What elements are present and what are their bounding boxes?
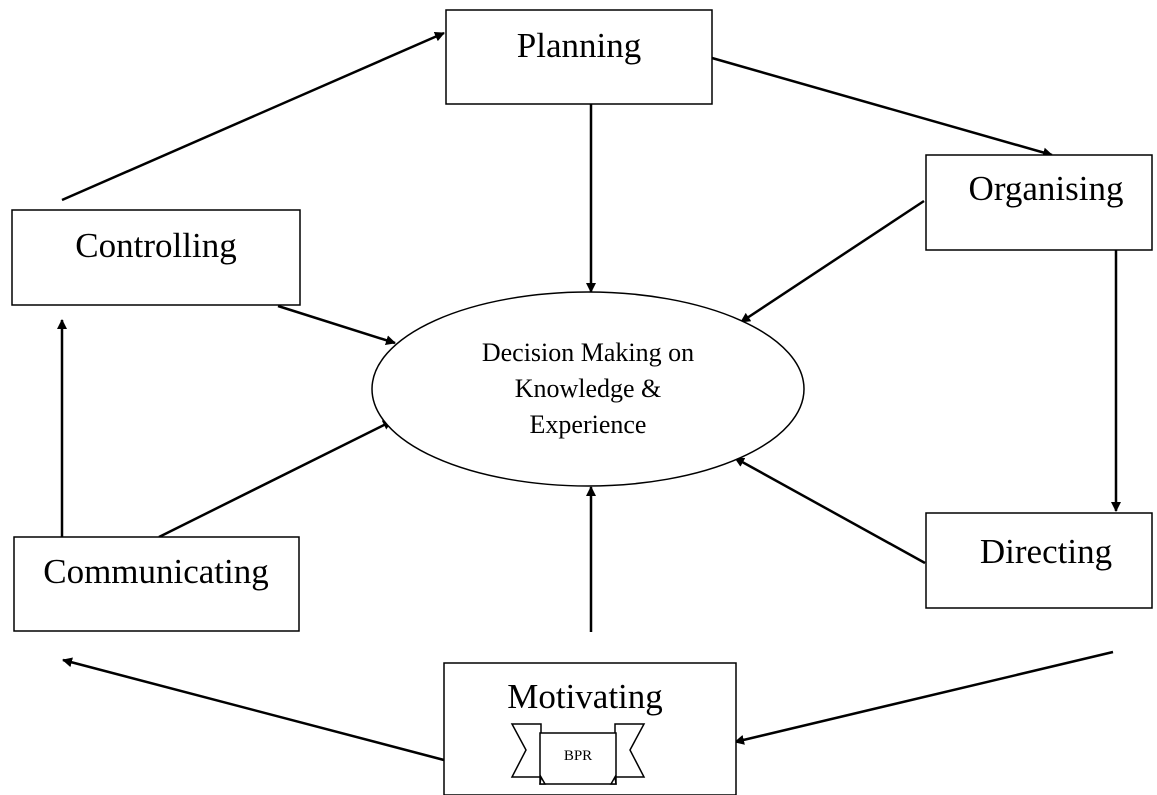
center-ellipse xyxy=(371,291,805,487)
node-controlling: Controlling xyxy=(11,209,301,306)
node-communicating-box xyxy=(13,536,300,632)
node-directing-box xyxy=(925,512,1153,609)
node-controlling-box xyxy=(11,209,301,306)
node-communicating-label: Communicating xyxy=(43,552,269,591)
edges xyxy=(57,31,1121,762)
node-planning: Planning xyxy=(445,9,713,105)
center-label-line-3: Experience xyxy=(530,410,647,439)
center-label-line-2: Knowledge & xyxy=(515,374,662,403)
node-directing-label: Directing xyxy=(980,532,1112,571)
edge-communicating-to-center xyxy=(158,419,393,539)
node-motivating-label: Motivating xyxy=(507,677,663,716)
edge-organising-to-center xyxy=(740,199,925,324)
node-directing: Directing xyxy=(925,512,1153,609)
node-organising-box xyxy=(925,154,1153,251)
bpr-label: BPR xyxy=(564,748,592,764)
center-node: Decision Making on Knowledge & Experienc… xyxy=(371,291,805,487)
edge-motivating-to-communicating xyxy=(62,657,445,762)
center-label-line-1: Decision Making on xyxy=(482,338,694,367)
bpr-ribbon-icon: BPR xyxy=(510,723,646,785)
node-controlling-label: Controlling xyxy=(75,226,236,265)
node-motivating: Motivating BPR xyxy=(443,662,737,795)
edge-controlling-to-planning xyxy=(61,31,445,202)
node-planning-label: Planning xyxy=(517,26,641,65)
edge-directing-to-center xyxy=(734,456,926,565)
node-organising: Organising xyxy=(925,154,1153,251)
edge-planning-to-organising xyxy=(711,56,1053,158)
node-organising-label: Organising xyxy=(969,169,1124,208)
edge-directing-to-motivating xyxy=(734,650,1114,745)
node-communicating: Communicating xyxy=(13,536,300,632)
edge-controlling-to-center xyxy=(277,304,396,346)
node-planning-box xyxy=(445,9,713,105)
